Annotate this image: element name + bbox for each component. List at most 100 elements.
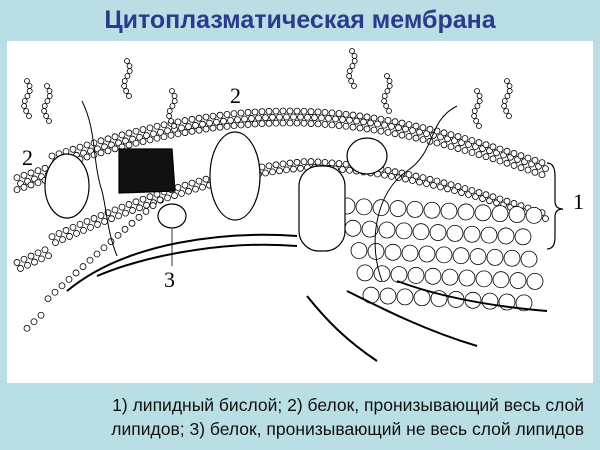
lipid-head xyxy=(279,119,287,127)
fibers xyxy=(66,100,548,362)
lipid-head xyxy=(384,128,392,136)
lipid-head xyxy=(419,174,427,182)
lipid-head-large xyxy=(509,272,527,289)
carbohydrate-bead xyxy=(126,63,133,69)
lipid-head xyxy=(293,158,301,166)
lipid-head-large xyxy=(452,247,470,265)
lipid-head xyxy=(332,115,339,123)
slide-title: Цитоплазматическая мембрана xyxy=(104,6,496,34)
lipid-head xyxy=(363,125,371,133)
lipid-head xyxy=(367,119,374,127)
lipid-head-large xyxy=(525,206,543,224)
lipid-head xyxy=(230,110,238,118)
lipid-head xyxy=(111,206,119,214)
lipid-head xyxy=(48,233,56,241)
lipid-head xyxy=(258,120,266,127)
lipid-head xyxy=(181,129,189,136)
lipid-head xyxy=(195,114,203,122)
carbohydrate-bead xyxy=(24,93,31,99)
lipid-head-large xyxy=(497,227,515,245)
protein-partial xyxy=(157,203,187,229)
lipid-head xyxy=(52,239,59,247)
lipid-head xyxy=(297,113,304,121)
lipid-head xyxy=(335,110,343,117)
carbohydrate-bead xyxy=(21,98,28,104)
caption-line-1: 1) липидный бислой; 2) белок, пронизываю… xyxy=(112,395,584,415)
lipid-head xyxy=(325,114,332,122)
lipid-head xyxy=(423,130,430,138)
lipid-head xyxy=(454,145,462,152)
lipid-head xyxy=(409,127,416,134)
lipid-head xyxy=(311,114,318,121)
lipid-head-large xyxy=(378,221,396,239)
carbohydrate-bead xyxy=(121,83,128,89)
lipid-head xyxy=(475,151,483,158)
carbohydrate-bead xyxy=(474,88,480,94)
lipid-head-large xyxy=(355,198,373,216)
lipid-head-large xyxy=(406,200,424,218)
lipid-head xyxy=(153,122,161,130)
lipid-head xyxy=(76,143,84,151)
lipid-head xyxy=(45,252,52,260)
lipid-head xyxy=(349,111,357,119)
lipid-head xyxy=(321,158,329,166)
lipid-head xyxy=(30,318,38,326)
lipid-head xyxy=(20,171,28,179)
lipid-head xyxy=(321,120,329,128)
lipid-head xyxy=(300,119,308,127)
lipid-head xyxy=(202,113,210,121)
lipid-head xyxy=(328,121,336,129)
lipid-head xyxy=(209,112,217,120)
lipid-head xyxy=(125,201,133,208)
lipid-head-large xyxy=(441,268,459,286)
lipid-head xyxy=(314,108,322,116)
carbohydrate-bead xyxy=(383,103,390,109)
carbohydrate-bead xyxy=(23,108,30,114)
carbohydrate-bead xyxy=(474,103,481,109)
lipid-head xyxy=(188,115,196,123)
carbohydrate-bead xyxy=(126,68,133,74)
lipid-head xyxy=(377,115,385,123)
lipid-head xyxy=(90,151,98,159)
lipid-head xyxy=(90,215,98,222)
lipid-head xyxy=(251,108,259,116)
lipid-head xyxy=(314,120,322,128)
lipid-head xyxy=(426,125,434,133)
lipid-head-large xyxy=(413,289,431,307)
lipid-head xyxy=(503,159,511,167)
lipid-head xyxy=(482,153,490,161)
lipid-head xyxy=(72,269,80,277)
carbohydrate-bead xyxy=(476,98,483,104)
lipid-head xyxy=(83,217,91,225)
carbohydrate-bead xyxy=(473,118,480,124)
lipid-head xyxy=(100,244,108,252)
lipid-head xyxy=(13,174,21,182)
carbohydrate-bead xyxy=(168,118,175,124)
lipid-head xyxy=(342,110,350,118)
lipid-head xyxy=(13,259,21,266)
carbohydrate-bead xyxy=(349,48,355,54)
lipid-head xyxy=(353,117,360,125)
lipid-head xyxy=(104,135,112,143)
lipid-head xyxy=(381,121,388,129)
lipid-head xyxy=(381,171,388,179)
lipid-head xyxy=(111,133,119,141)
lipid-head xyxy=(293,107,301,115)
carbohydrate-bead xyxy=(351,53,358,59)
lipid-head xyxy=(454,133,462,140)
lipid-bilayer xyxy=(13,107,549,332)
carbohydrate-bead xyxy=(44,98,51,104)
lipid-head xyxy=(531,156,539,164)
carbohydrate-chains xyxy=(21,48,513,129)
lipid-head xyxy=(475,139,483,146)
lipid-head-large xyxy=(395,222,413,240)
lipid-head xyxy=(34,167,42,175)
lipid-head xyxy=(206,119,213,127)
lipid-head xyxy=(20,255,28,263)
lipid-head xyxy=(31,258,38,266)
lipid-head xyxy=(146,193,154,201)
lipid-head xyxy=(339,166,346,173)
lipid-head xyxy=(171,192,178,199)
lipid-head xyxy=(97,137,105,145)
lipid-head xyxy=(524,166,532,174)
